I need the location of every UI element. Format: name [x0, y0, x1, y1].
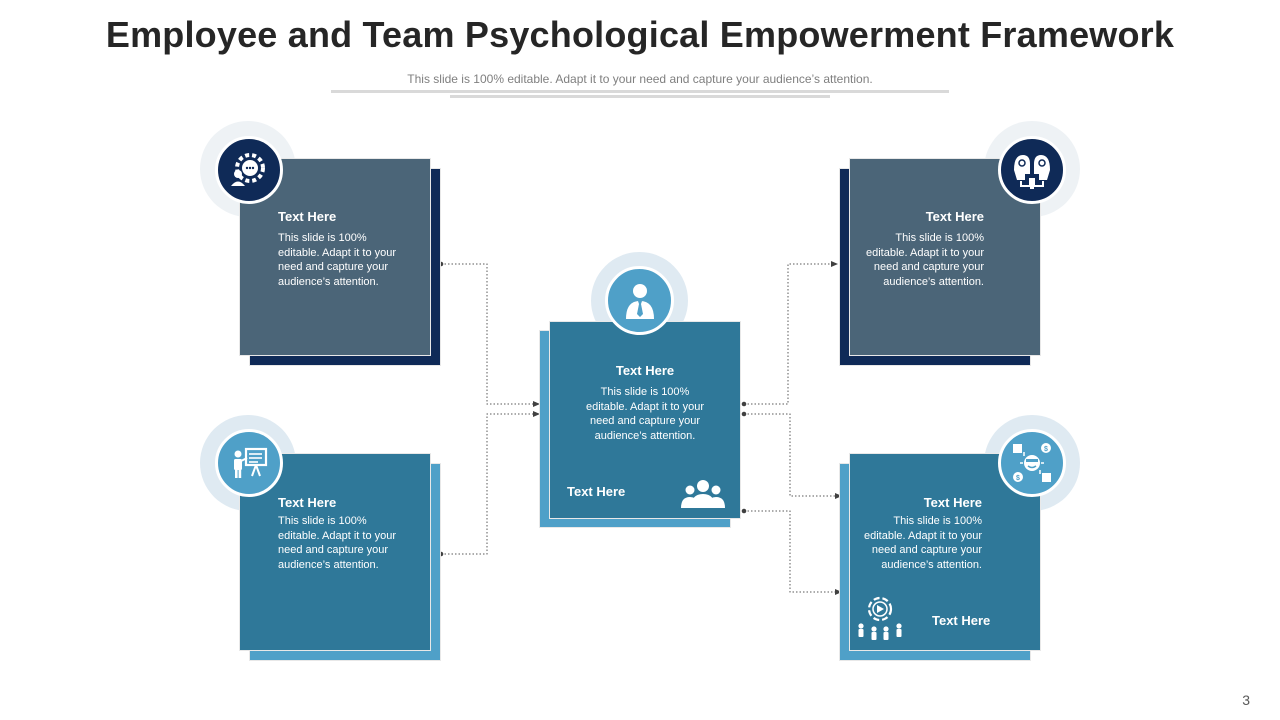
connector-top-left [441, 263, 540, 407]
card-title: Text Here [923, 495, 982, 510]
connector-bottom-left [441, 411, 540, 555]
businessman-icon [605, 266, 674, 335]
two-heads-connection-icon [998, 136, 1066, 204]
connector-top-right [744, 261, 838, 405]
card-body: This slide is 100% editable. Adapt it to… [278, 232, 397, 288]
card-body: This slide is 100% editable. Adapt it to… [278, 515, 397, 571]
presenter-board-icon [215, 429, 283, 497]
svg-text:$: $ [1016, 475, 1020, 482]
card-panel: Text Here This slide is 100% editable. A… [850, 454, 1040, 650]
card-title: Text Here [278, 209, 337, 224]
svg-text:$: $ [1044, 446, 1048, 453]
slide-title: Employee and Team Psychological Empowerm… [105, 14, 1175, 55]
card-footer-label: Text Here [932, 613, 991, 628]
face-money-boxes-icon: $ $ [998, 429, 1066, 497]
slide-subtitle: This slide is 100% editable. Adapt it to… [407, 72, 873, 86]
connector-right-middle [744, 413, 842, 499]
card-panel: Text Here This slide is 100% editable. A… [550, 322, 740, 518]
people-cycle-icon [858, 596, 902, 640]
card-footer-label: Text Here [567, 484, 626, 499]
card-body: This slide is 100% editable. Adapt it to… [863, 515, 982, 571]
card-title: Text Here [925, 209, 984, 224]
title-divider-long [331, 90, 949, 93]
card-title: Text Here [615, 363, 675, 378]
gear-person-chat-icon [215, 136, 283, 204]
page-number: 3 [1242, 692, 1250, 708]
card-body: This slide is 100% editable. Adapt it to… [585, 386, 705, 442]
card-title: Text Here [278, 495, 337, 510]
card-body: This slide is 100% editable. Adapt it to… [865, 232, 984, 288]
title-divider-short [450, 95, 830, 98]
team-group-icon [681, 480, 725, 508]
connector-bottom-right [744, 510, 842, 595]
